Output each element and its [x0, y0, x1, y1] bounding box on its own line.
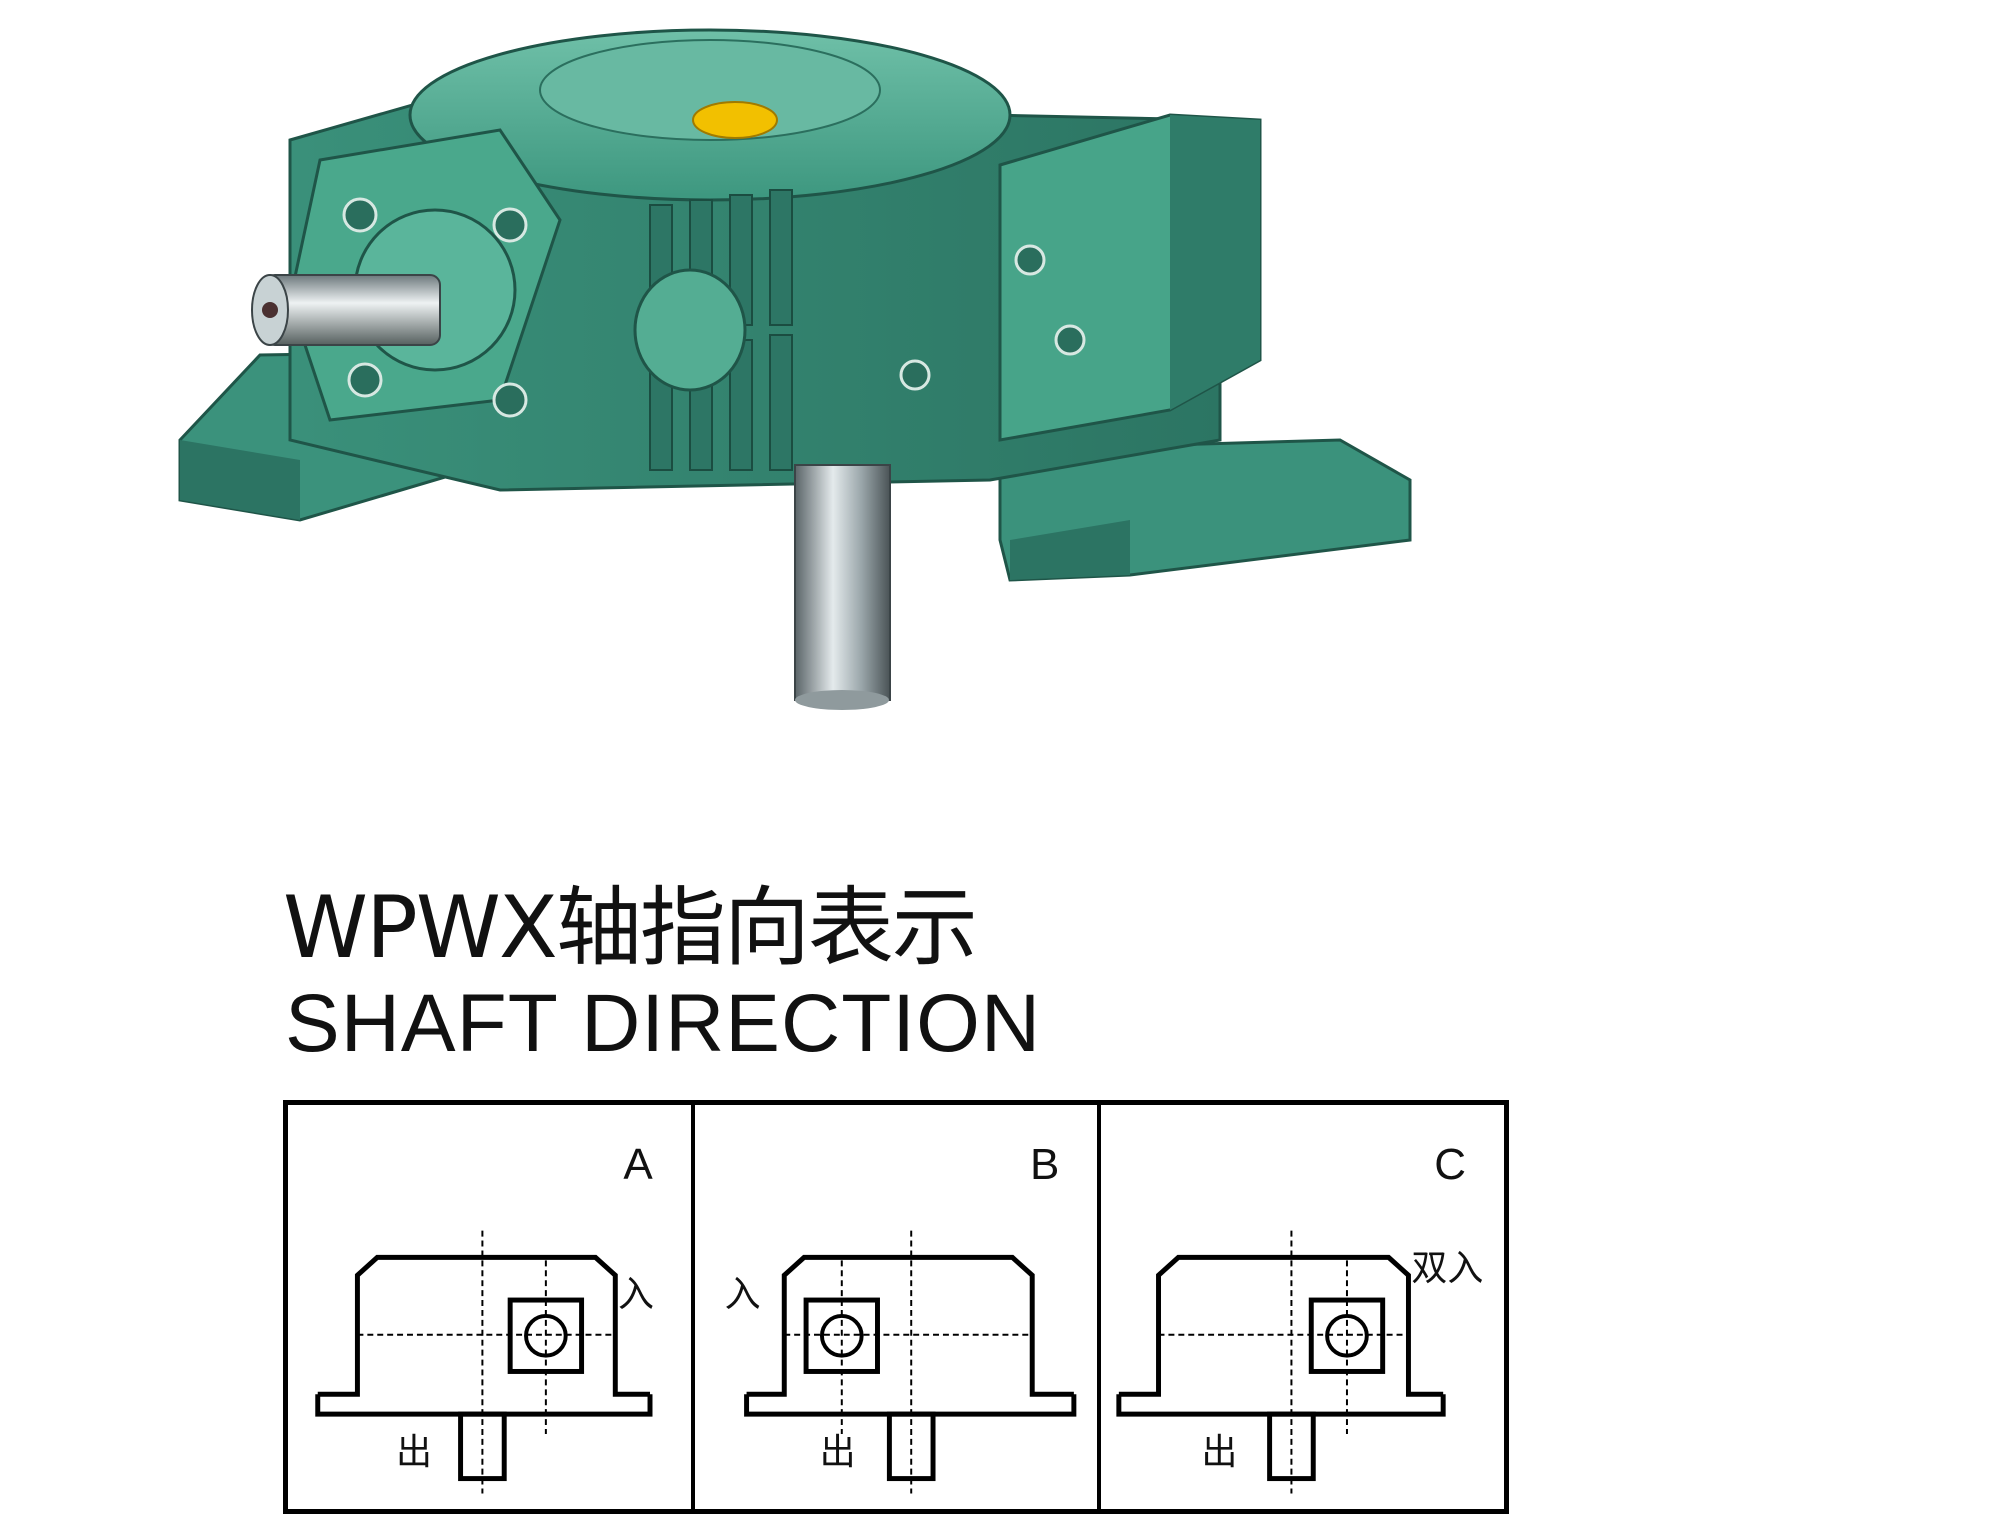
output-label: 出	[396, 1432, 433, 1473]
shaft-diagram	[743, 1230, 1077, 1494]
panel-letter: C	[1434, 1140, 1467, 1189]
center-lines	[783, 1230, 1032, 1494]
input-shaft-icon	[819, 1313, 864, 1358]
output-shaft-icon	[886, 1411, 936, 1482]
output-shaft-icon	[458, 1411, 507, 1482]
panel-c: C 双入 出	[1097, 1105, 1504, 1509]
title-english: SHAFT DIRECTION	[285, 978, 1042, 1069]
panel-letter: A	[623, 1140, 653, 1189]
center-lines	[1158, 1230, 1409, 1494]
housing-outline	[315, 1254, 653, 1417]
output-shaft-icon	[1267, 1411, 1317, 1482]
input-label: 入	[618, 1274, 655, 1315]
shaft-direction-panels: A 入 出 B	[283, 1100, 1509, 1514]
gear-reducer-photo	[170, 20, 1420, 780]
output-label: 出	[1201, 1432, 1238, 1473]
input-shaft-icon	[524, 1313, 568, 1358]
input-label: 双入	[1411, 1248, 1484, 1289]
input-label: 入	[724, 1274, 761, 1315]
panel-letter: B	[1029, 1140, 1060, 1189]
input-box	[507, 1297, 585, 1374]
panel-b: B 入 出	[690, 1105, 1098, 1509]
title-chinese: WPWX轴指向表示	[283, 878, 978, 978]
panel-a: A 入 出	[288, 1105, 691, 1509]
input-box	[1309, 1297, 1386, 1374]
center-lines	[357, 1230, 616, 1494]
worm-gear-reducer-illustration	[178, 28, 1412, 710]
shaft-diagram	[315, 1230, 653, 1494]
input-box	[803, 1297, 880, 1374]
input-shaft-icon	[1325, 1313, 1370, 1358]
shaft-diagram	[1116, 1230, 1446, 1494]
output-label: 出	[819, 1432, 856, 1473]
housing-outline	[1116, 1254, 1446, 1417]
